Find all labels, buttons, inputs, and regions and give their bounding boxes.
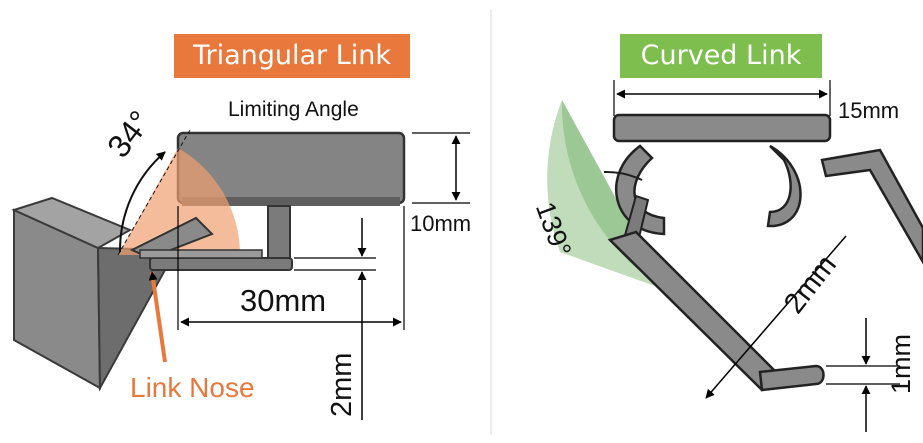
curved-right-arm bbox=[820, 148, 923, 265]
lower-plate bbox=[149, 257, 293, 271]
curved-hook-right bbox=[766, 144, 802, 228]
stem bbox=[267, 205, 291, 261]
angle-arc-139 bbox=[603, 170, 643, 181]
curved-top-bar bbox=[612, 113, 832, 143]
width-15mm-label: 15mm bbox=[838, 98, 900, 123]
dim-2mm-right bbox=[705, 235, 847, 399]
triangular-base-top bbox=[11, 196, 133, 250]
limiting-angle-label: Limiting Angle bbox=[228, 98, 359, 121]
width-30mm-label: 30mm bbox=[240, 283, 327, 318]
angle-sector-34 bbox=[118, 148, 241, 255]
link-nose-pointer bbox=[148, 271, 167, 363]
curved-link-tail bbox=[758, 364, 825, 392]
curved-link-panel bbox=[547, 80, 923, 432]
triangular-link-panel bbox=[11, 129, 470, 420]
curved-link-title: Curved Link bbox=[620, 34, 822, 78]
angle-arc-34 bbox=[118, 151, 166, 253]
thickness-2mm-left-label: 2mm bbox=[326, 352, 358, 417]
curved-link-body bbox=[607, 230, 782, 392]
triangular-link-title: Triangular Link bbox=[174, 34, 410, 78]
height-10mm-label: 10mm bbox=[410, 211, 472, 236]
link-nose-bar bbox=[139, 249, 263, 259]
link-nose-label: Link Nose bbox=[130, 372, 255, 403]
top-block-underside bbox=[182, 197, 400, 206]
gap-1mm-label: 1mm bbox=[886, 334, 916, 394]
